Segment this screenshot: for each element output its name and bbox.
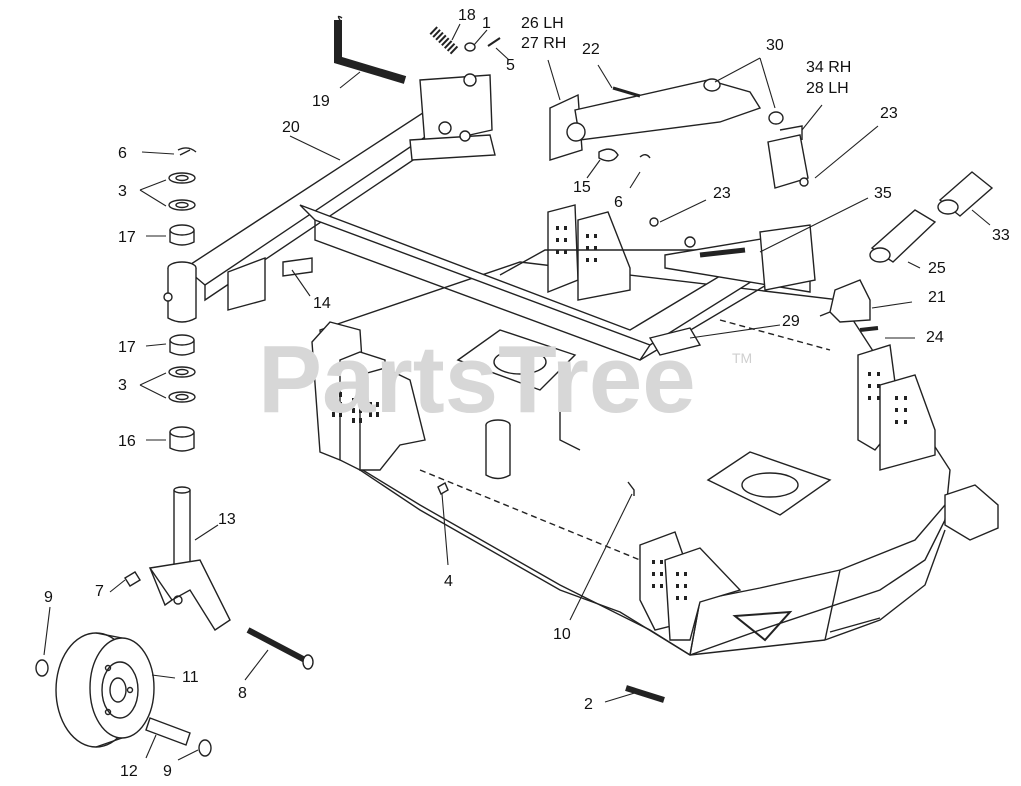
callout-2: 2 xyxy=(584,696,593,713)
left-pivot-hardware xyxy=(169,148,196,451)
callout-20: 20 xyxy=(282,119,300,136)
callout-3-upper: 3 xyxy=(118,183,127,200)
callout-6-left: 6 xyxy=(118,145,127,162)
callout-11: 11 xyxy=(182,669,199,686)
callout-24: 24 xyxy=(926,329,944,346)
callout-19: 19 xyxy=(312,93,330,110)
callout-16: 16 xyxy=(118,433,136,450)
callout-9-lower: 9 xyxy=(163,763,172,780)
spindle-mounts xyxy=(458,330,830,515)
caster-wheel xyxy=(36,630,313,756)
callout-28-lh: 28 LH xyxy=(806,80,849,97)
callout-1: 1 xyxy=(482,15,491,32)
callout-35: 35 xyxy=(874,185,892,202)
watermark-trademark: TM xyxy=(732,350,753,366)
right-baffle-plates xyxy=(858,345,998,540)
front-baffle-plates xyxy=(640,532,740,640)
callout-13: 13 xyxy=(218,511,236,528)
rear-baffle-plates xyxy=(548,205,630,300)
callout-14: 14 xyxy=(313,295,331,312)
callout-3-lower: 3 xyxy=(118,377,127,394)
callout-25: 25 xyxy=(928,260,946,277)
callout-26-lh: 26 LH xyxy=(521,15,564,32)
deck-frame xyxy=(164,74,992,700)
callout-7: 7 xyxy=(95,583,104,600)
callout-34-rh: 34 RH xyxy=(806,59,852,76)
small-hardware xyxy=(438,88,808,496)
callout-4: 4 xyxy=(444,573,453,590)
callout-21: 21 xyxy=(928,289,946,306)
left-baffle-plates xyxy=(312,322,425,470)
callout-17-upper: 17 xyxy=(118,229,136,246)
callout-29: 29 xyxy=(782,313,800,330)
callout-6-right: 6 xyxy=(614,194,623,211)
callout-12: 12 xyxy=(120,763,138,780)
callout-10: 10 xyxy=(553,626,571,643)
leader-lines xyxy=(44,24,990,760)
callout-23-lower: 23 xyxy=(713,185,731,202)
callout-27-rh: 27 RH xyxy=(521,35,567,52)
caster-assembly xyxy=(125,487,230,630)
watermark: PartsTree xyxy=(258,326,696,433)
callout-33: 33 xyxy=(992,227,1010,244)
callout-8: 8 xyxy=(238,685,247,702)
lift-rod-and-spring xyxy=(338,16,500,80)
callout-18: 18 xyxy=(458,7,476,24)
callout-17-lower: 17 xyxy=(118,339,136,356)
callout-15: 15 xyxy=(573,179,591,196)
callout-22: 22 xyxy=(582,41,600,58)
callout-5: 5 xyxy=(506,57,515,74)
callout-9-upper: 9 xyxy=(44,589,53,606)
callout-30: 30 xyxy=(766,37,784,54)
callout-23-upper: 23 xyxy=(880,105,898,122)
